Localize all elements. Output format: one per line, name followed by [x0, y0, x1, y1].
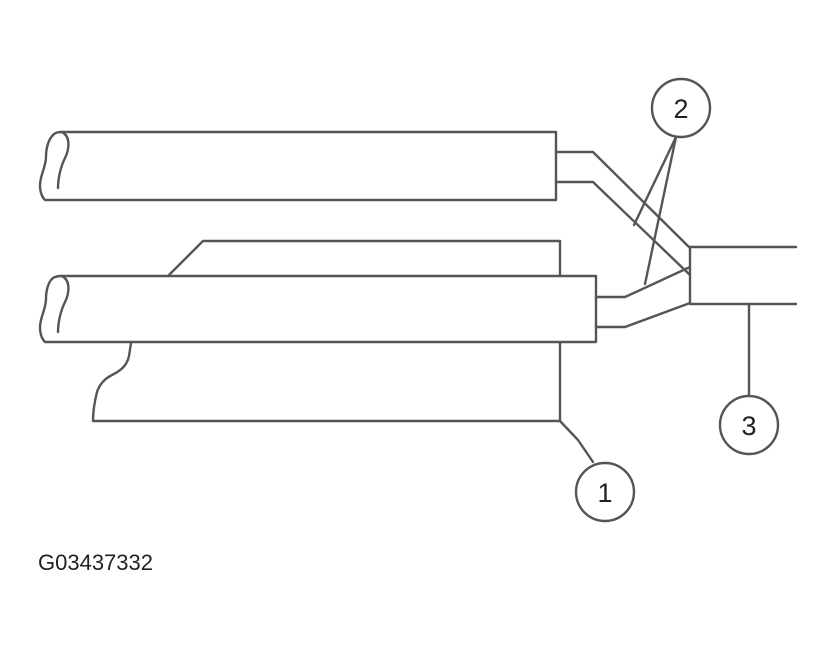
leader-line-2b	[643, 135, 678, 286]
upper-tube	[38, 130, 558, 202]
callout-3: 3	[718, 394, 780, 456]
lower-wire-top	[594, 265, 692, 299]
lower-tube	[38, 274, 598, 344]
callout-2-circle	[650, 77, 712, 139]
lower-tube-body	[38, 274, 598, 344]
connector	[688, 245, 798, 306]
wires	[554, 150, 692, 329]
upper-tube-body	[38, 130, 558, 202]
callout-2: 2	[650, 77, 712, 139]
upper-tube-break-line	[56, 130, 70, 190]
callout-2-label: 2	[673, 94, 688, 124]
figure-caption: G03437332	[38, 550, 153, 575]
upper-wire-bottom	[554, 180, 692, 277]
callout-1-label: 1	[597, 478, 612, 508]
leader-line-1	[558, 419, 595, 464]
leader-lines	[558, 135, 751, 464]
lower-wire-bottom	[594, 301, 692, 329]
upper-wire-top	[554, 150, 692, 250]
callout-3-circle	[718, 394, 780, 456]
callout-1: 1	[574, 461, 636, 523]
leader-line-2a	[632, 135, 678, 227]
callout-1-circle	[574, 461, 636, 523]
lower-tube-break-line	[56, 274, 70, 334]
connector-body	[688, 245, 798, 306]
callout-3-label: 3	[741, 411, 756, 441]
